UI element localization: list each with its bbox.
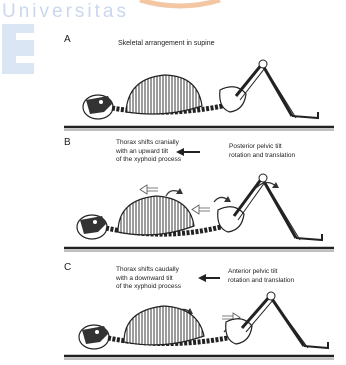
arrow-left-icon [192,205,210,214]
ribcage-icon [118,196,194,235]
arrow-left-icon [198,274,220,282]
pelvis-icon [218,207,244,232]
arrow-left-icon [176,148,200,156]
ribcage-icon [126,75,202,114]
leg-bones-icon [242,292,328,348]
leg-bones-icon [236,60,318,118]
panel-b-skeleton [64,148,334,251]
panel-a-skeleton [64,60,334,130]
skull-icon [83,95,113,119]
curved-arrow-icon [214,196,231,202]
skull-icon [79,325,109,349]
arrow-left-icon [140,185,158,194]
ribcage-icon [124,306,204,345]
skull-icon [77,215,107,239]
leg-bones-icon [234,174,322,240]
panel-c-skeleton [64,274,334,359]
curved-arrow-icon [166,188,183,196]
